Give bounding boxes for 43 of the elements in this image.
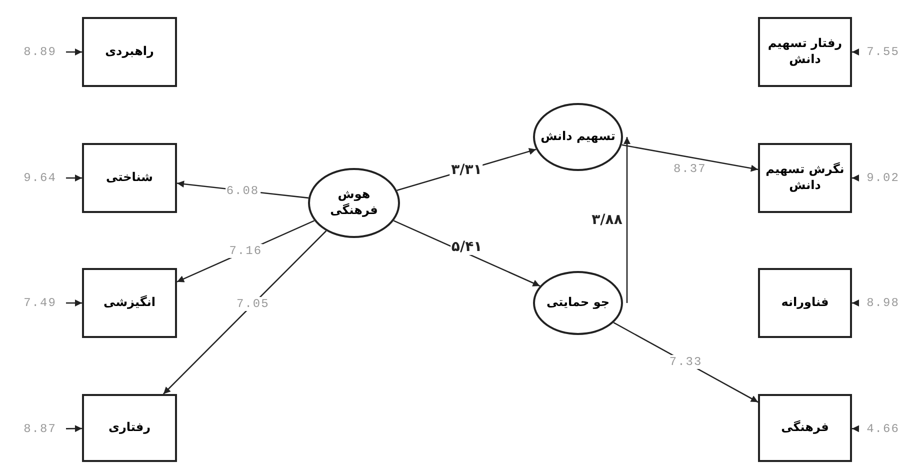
arrow [66,174,82,182]
edge-label: 7.33 [668,355,704,370]
edge-label: ۳/۸۸ [590,212,624,228]
variable-label: انگیزشی [104,295,156,311]
variable-label: فناورانه [781,295,829,311]
indicator-box [82,17,177,87]
indicator-box [758,394,852,462]
error-value: 4.66 [866,422,900,436]
error-value: 8.87 [24,422,56,436]
variable-label: رفتار تسهیم دانش [766,36,844,68]
arrow [852,174,859,182]
arrow [622,144,758,172]
variable-label: تسهیم دانش [540,129,616,145]
indicator-box [758,17,852,87]
arrow [162,230,327,394]
arrow [66,48,82,56]
variable-label: راهبردی [105,44,154,60]
error-value: 9.64 [24,171,56,185]
indicator-box [758,268,852,338]
error-value: 7.55 [866,45,900,59]
indicator-box [82,143,177,213]
edge-label: 7.05 [236,297,270,312]
error-value: 9.02 [866,171,900,185]
arrow [66,300,82,306]
variable-label: شناختی [106,170,153,186]
variable-label: فرهنگی [781,420,829,436]
indicator-box [82,394,177,462]
arrow [66,425,82,432]
variable-label: رفتاری [108,420,151,436]
edge-label: 7.16 [228,244,264,258]
edge-label: ۳/۳۱ [450,162,483,178]
indicator-box [82,268,177,338]
variable-label: هوش فرهنگی [329,187,379,219]
arrow [852,48,859,56]
error-value: 8.98 [866,296,900,310]
variable-label: جو حمایتی [546,295,610,311]
variable-label: نگرش تسهیم دانش [765,162,845,194]
indicator-box [758,143,852,213]
arrow [852,300,859,306]
arrow [852,425,860,432]
error-value: 8.89 [24,45,56,59]
error-value: 7.49 [24,296,56,310]
arrow [624,137,630,303]
